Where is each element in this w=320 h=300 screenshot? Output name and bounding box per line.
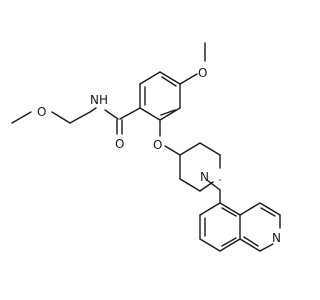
aryl-ether-bonds (159, 119, 181, 156)
isoquinoline-n-label: N (272, 231, 281, 245)
ether-o-chain-label: O (37, 105, 46, 119)
methylene-linker-bonds (206, 179, 221, 204)
piperidine-n-label: N (200, 170, 209, 184)
molecule-drawing: O NH O O O N N (11, 42, 281, 252)
aryl-ether-o-label: O (153, 138, 162, 152)
structure-diagram: O NH O O O N N (11, 42, 281, 252)
methoxy-bonds (179, 42, 206, 85)
piperidine-ring-bonds (179, 142, 221, 192)
isoquinoline-ring-bonds (199, 202, 281, 252)
methoxy-o-label: O (198, 66, 207, 80)
amide-nh-label: NH (90, 93, 108, 107)
benzene-ring-bonds (139, 71, 181, 121)
amide-o-label: O (115, 137, 124, 151)
methoxyethyl-chain-bonds (11, 107, 97, 124)
amide-bonds (104, 107, 141, 135)
